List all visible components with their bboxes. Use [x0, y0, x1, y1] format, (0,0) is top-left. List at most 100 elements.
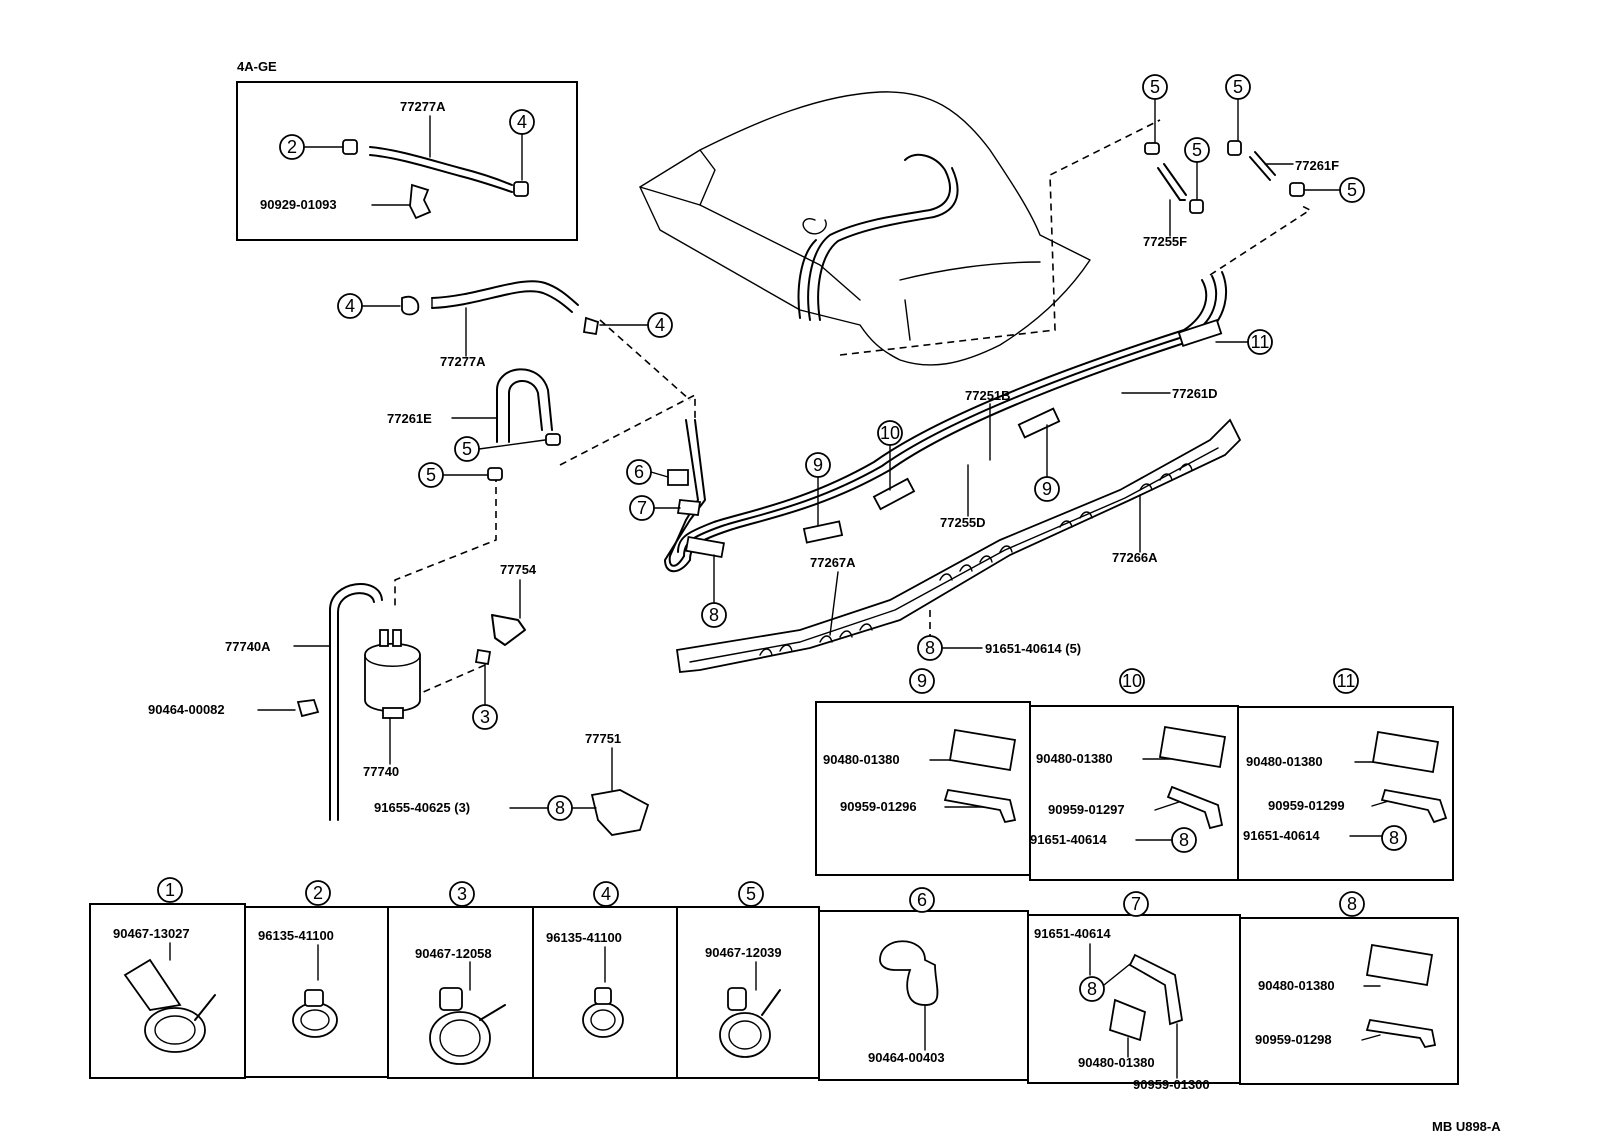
fuel-tubes [664, 271, 1228, 573]
label-77267a: 77267A [810, 555, 856, 570]
detail-10-frame [1029, 705, 1239, 881]
svg-text:5: 5 [1233, 77, 1243, 97]
inset-title: 4A-GE [237, 59, 277, 74]
svg-text:10: 10 [1122, 671, 1142, 691]
bracket-icon-10 [1166, 785, 1224, 830]
svg-text:5: 5 [746, 884, 756, 904]
detail-boxes-9-10-11: 9 90480-01380 90959-01296 10 90480-01380… [815, 668, 1454, 881]
protector-277266a [675, 418, 1242, 673]
detail-9-bracket-label: 90959-01296 [840, 799, 917, 814]
clamp-8-icon [1365, 943, 1434, 987]
clamp-2-icon [292, 1002, 338, 1038]
clamp-1-icon [144, 1007, 206, 1053]
svg-text:5: 5 [1150, 77, 1160, 97]
clamp-icon-11 [1371, 730, 1440, 774]
detail-10-clamp-label: 90480-01380 [1036, 751, 1113, 766]
label-77261f: 77261F [1295, 158, 1339, 173]
inset-clip-icon [342, 139, 358, 155]
detail-1-part: 90467-13027 [113, 926, 190, 941]
ref-10-detail [1119, 668, 1145, 694]
svg-text:4: 4 [601, 884, 611, 904]
bracket-77751-icon [590, 789, 650, 836]
svg-text:2: 2 [313, 883, 323, 903]
clamp-3-icon [429, 1011, 491, 1065]
svg-text:5: 5 [1347, 180, 1357, 200]
svg-text:4: 4 [655, 315, 665, 335]
svg-text:3: 3 [480, 707, 490, 727]
label-77751: 77751 [585, 731, 621, 746]
detail-11-bolt-label: 91651-40614 [1243, 828, 1320, 843]
detail-5-part: 90467-12039 [705, 945, 782, 960]
hose-77740a [329, 583, 383, 821]
label-91655-40625: 91655-40625 (3) [374, 800, 470, 815]
label-77255d: 77255D [940, 515, 986, 530]
inset-frame [236, 81, 578, 241]
detail-7-part-top: 91651-40614 [1034, 926, 1111, 941]
inset-clip-label: 90929-01093 [260, 197, 337, 212]
svg-text:3: 3 [457, 884, 467, 904]
hose-77277a [431, 280, 579, 306]
label-77251b: 77251B [965, 388, 1011, 403]
svg-text:9: 9 [813, 455, 823, 475]
label-77754: 77754 [500, 562, 537, 577]
detail-11-clamp-label: 90480-01380 [1246, 754, 1323, 769]
inset-hose [369, 146, 513, 186]
ref-4-bottom [593, 881, 619, 907]
detail-8-part-top: 90480-01380 [1258, 978, 1335, 993]
detail-10-bracket-label: 90959-01297 [1048, 802, 1125, 817]
svg-text:6: 6 [634, 462, 644, 482]
svg-text:6: 6 [917, 890, 927, 910]
ref-9-detail [909, 668, 935, 694]
clamp-7-icon [1108, 998, 1147, 1042]
label-77261d: 77261D [1172, 386, 1218, 401]
hose-77754-icon [491, 614, 526, 646]
ref-8-bottom [1339, 891, 1365, 917]
svg-text:8: 8 [1347, 894, 1357, 914]
svg-text:4: 4 [345, 296, 355, 316]
detail-3-part: 90467-12058 [415, 946, 492, 961]
tank-right-parts: 5 77255F 5 5 77261F 5 [1142, 74, 1365, 249]
clamp-5-icon [719, 1012, 771, 1058]
clip-90464-icon [296, 699, 320, 718]
svg-text:8: 8 [1179, 830, 1189, 850]
inset-clip-part-icon [409, 183, 432, 220]
clip-4-icon [401, 295, 420, 316]
footer-code: MB U898-A [1432, 1119, 1501, 1134]
ref-7-bottom [1123, 891, 1149, 917]
hose-77261e [496, 368, 553, 443]
svg-text:7: 7 [1131, 894, 1141, 914]
svg-text:11: 11 [1337, 671, 1356, 691]
svg-text:9: 9 [917, 671, 927, 691]
label-77261e: 77261E [387, 411, 432, 426]
svg-text:8: 8 [925, 638, 935, 658]
svg-text:5: 5 [462, 439, 472, 459]
label-77266a: 77266A [1112, 550, 1158, 565]
bracket-7-icon [1128, 953, 1184, 1026]
ref-11-detail [1333, 668, 1359, 694]
svg-text:1: 1 [165, 880, 175, 900]
svg-text:10: 10 [880, 423, 900, 443]
svg-text:2: 2 [287, 137, 297, 157]
detail-4-part: 96135-41100 [546, 930, 622, 945]
clamp-6-icon [879, 940, 939, 1006]
detail-10-bolt-label: 91651-40614 [1030, 832, 1107, 847]
svg-text:8: 8 [555, 798, 565, 818]
detail-9-clamp-label: 90480-01380 [823, 752, 900, 767]
detail-7-part-bot: 90959-01300 [1133, 1077, 1210, 1092]
svg-text:5: 5 [426, 465, 436, 485]
ref-1-bottom [157, 877, 183, 903]
detail-8-frame [1239, 917, 1459, 1085]
detail-7-part-mid: 90480-01380 [1078, 1055, 1155, 1070]
label-77740a: 77740A [225, 639, 271, 654]
clamp-icon-9 [948, 728, 1017, 772]
label-90464-00082: 90464-00082 [148, 702, 225, 717]
inset-hose-label: 77277A [400, 99, 446, 114]
bracket-8-icon [1365, 1018, 1437, 1049]
ref-6-bottom [909, 887, 935, 913]
canister-77740-icon [364, 642, 421, 713]
svg-text:7: 7 [637, 498, 647, 518]
svg-text:4: 4 [517, 112, 527, 132]
svg-text:8: 8 [709, 605, 719, 625]
label-77255f: 77255F [1143, 234, 1187, 249]
